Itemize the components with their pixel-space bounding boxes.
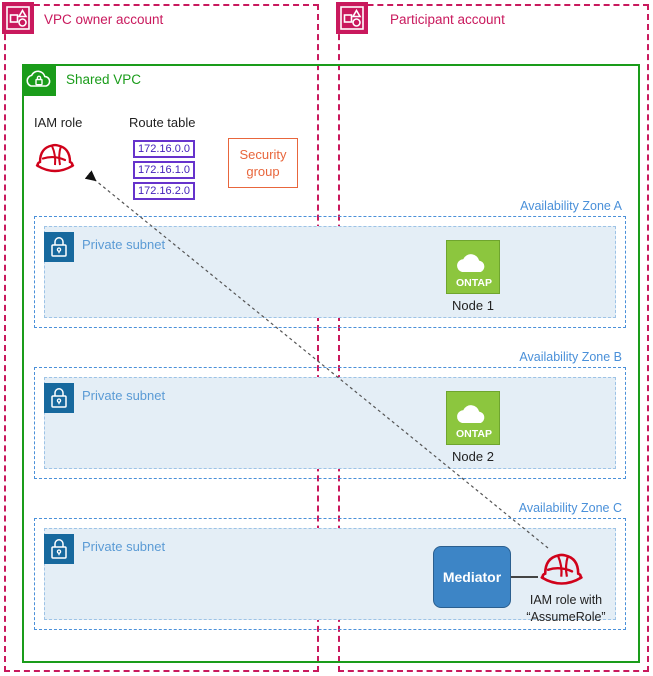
availability-zone-a-label: Availability Zone A [520,199,622,213]
private-subnet-b-label: Private subnet [82,388,166,403]
route-table-entry: 172.16.2.0 [133,182,195,200]
shared-vpc-boundary [22,64,640,663]
vpc-owner-account-label: VPC owner account [44,12,164,27]
route-table-entry: 172.16.0.0 [133,140,195,158]
mediator-node: Mediator [433,546,511,608]
participant-account-label: Participant account [390,12,505,27]
security-group-box: Security group [228,138,298,188]
iam-role-hardhat-icon [32,136,88,176]
aws-account-icon [2,2,34,34]
node-caption: Node 2 [452,449,494,464]
mediator-iam-connector [511,576,538,578]
mediator-label: Mediator [442,569,502,585]
route-table-entry: 172.16.1.0 [133,161,195,179]
iam-role-hardhat-icon [536,545,598,589]
security-group-label-line2: group [246,164,280,179]
assume-role-caption-line1: IAM role with [529,593,603,607]
lock-icon [44,232,74,262]
node-caption: Node 1 [452,298,494,313]
private-subnet-c-label: Private subnet [82,539,166,554]
lock-icon [44,534,74,564]
route-table: 172.16.0.0 172.16.1.0 172.16.2.0 [133,140,195,200]
availability-zone-b-label: Availability Zone B [519,350,622,364]
availability-zone-c-label: Availability Zone C [518,501,622,515]
assume-role-caption: IAM role with “AssumeRole” [510,592,622,626]
lock-icon [44,383,74,413]
route-table-label: Route table [129,115,196,130]
svg-text:ONTAP: ONTAP [456,428,492,440]
private-subnet-a-label: Private subnet [82,237,166,252]
security-group-label-line1: Security [239,147,287,162]
svg-text:ONTAP: ONTAP [456,277,492,289]
assume-role-caption-line2: “AssumeRole” [526,610,606,624]
ontap-cloud-icon: ONTAP [446,240,500,294]
ontap-cloud-icon: ONTAP [446,391,500,445]
aws-account-icon [336,2,368,34]
vpc-cloud-lock-icon [22,64,56,96]
shared-vpc-label: Shared VPC [66,72,142,87]
iam-role-label: IAM role [34,115,83,130]
